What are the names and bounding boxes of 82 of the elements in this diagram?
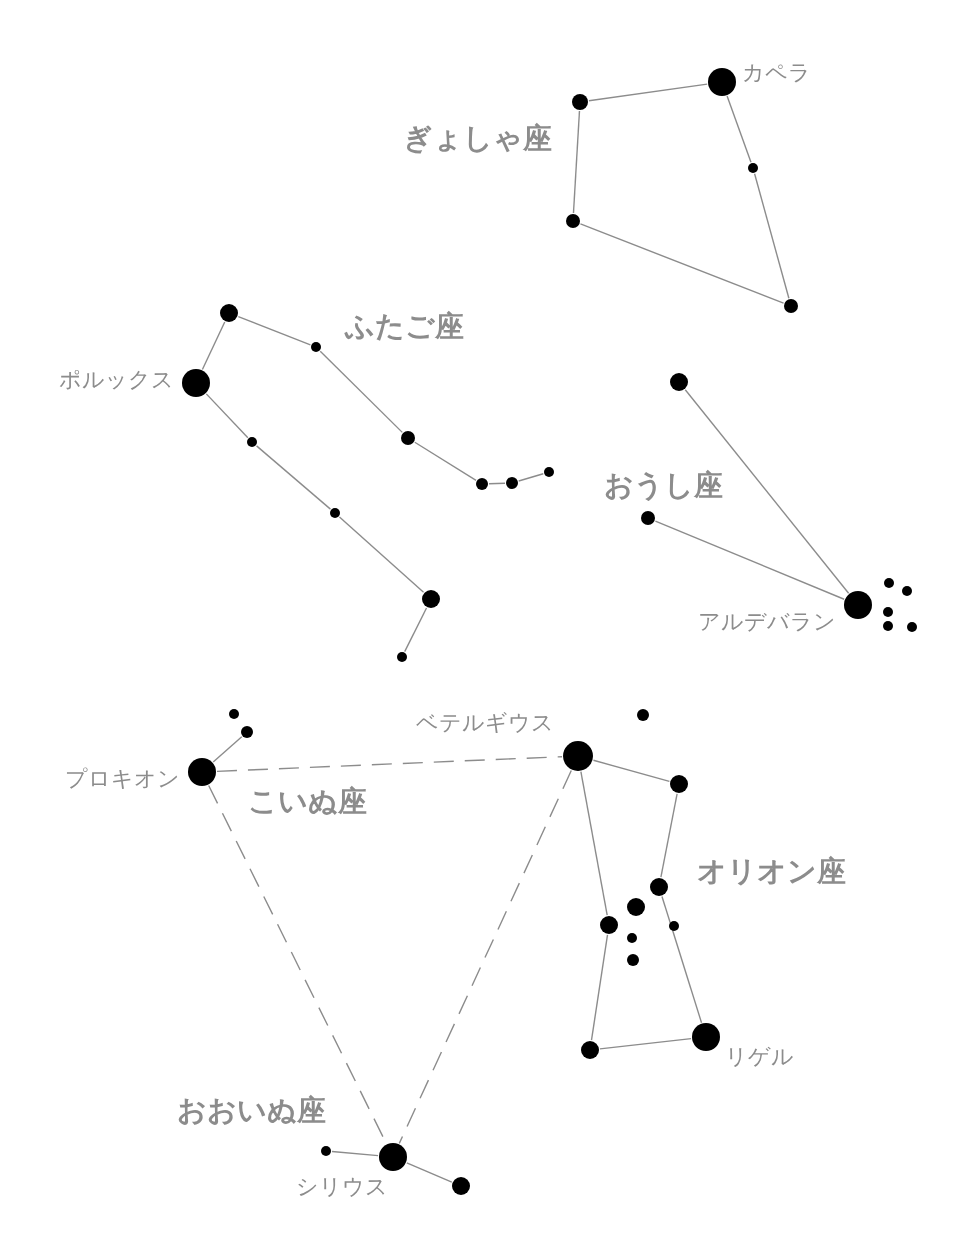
star-dot — [748, 163, 758, 173]
star-name: シリウス — [296, 1176, 388, 1198]
star-dot — [670, 775, 688, 793]
star-dot — [627, 933, 637, 943]
star-name: ポルックス — [59, 369, 174, 391]
constellation-line — [319, 350, 403, 434]
constellation-line — [654, 520, 845, 600]
constellation-name: こいぬ座 — [248, 787, 367, 816]
star-dot — [544, 467, 554, 477]
star-dot — [563, 741, 593, 771]
star-dot — [883, 621, 893, 631]
constellation-name: ぎょしゃ座 — [403, 124, 552, 153]
star-dot — [784, 299, 798, 313]
star-name: カペラ — [742, 62, 811, 84]
star-dot — [637, 709, 649, 721]
star-dot — [669, 921, 679, 931]
star-dot — [566, 214, 580, 228]
dashed-line — [216, 755, 563, 773]
constellation-line — [201, 321, 226, 371]
constellation-line — [572, 110, 581, 214]
star-dot — [670, 373, 688, 391]
constellation-line — [212, 735, 243, 763]
star-dot — [708, 68, 736, 96]
star-dot — [422, 590, 440, 608]
dashed-line — [398, 769, 572, 1145]
star-dot — [476, 478, 488, 490]
star-dot — [641, 511, 655, 525]
constellation-line — [661, 895, 703, 1024]
constellation-name: おおいぬ座 — [177, 1096, 326, 1125]
constellation-name: ふたご座 — [345, 312, 464, 341]
star-dot — [220, 304, 238, 322]
constellation-line — [488, 482, 506, 485]
constellation-line — [338, 516, 425, 594]
star-dot — [883, 607, 893, 617]
constellation-line — [406, 1162, 453, 1183]
star-dot — [506, 477, 518, 489]
constellation-line — [518, 473, 544, 482]
constellation-line — [588, 83, 708, 102]
constellation-line — [660, 793, 678, 878]
star-dot — [627, 954, 639, 966]
constellation-line — [592, 759, 671, 783]
star-dot — [321, 1146, 331, 1156]
constellation-name: おうし座 — [604, 471, 723, 500]
constellation-line — [237, 315, 312, 346]
star-dot — [397, 652, 407, 662]
constellation-line — [580, 771, 608, 916]
star-dot — [452, 1177, 470, 1195]
star-dot — [692, 1023, 720, 1051]
star-name: リゲル — [725, 1046, 794, 1068]
star-dot — [581, 1041, 599, 1059]
constellation-line — [205, 393, 249, 439]
constellation-line — [599, 1037, 692, 1050]
star-dot — [247, 437, 257, 447]
star-dot — [627, 898, 645, 916]
star-dot — [311, 342, 321, 352]
constellation-line — [255, 445, 332, 510]
star-dot — [241, 726, 253, 738]
star-name: プロキオン — [65, 768, 180, 790]
star-dot — [229, 709, 239, 719]
star-dot — [572, 94, 588, 110]
star-dot — [600, 916, 618, 934]
star-dot — [884, 578, 894, 588]
star-dot — [182, 369, 210, 397]
constellation-line — [404, 607, 428, 653]
constellation-line — [590, 934, 609, 1041]
constellation-line — [726, 95, 752, 164]
star-dot — [188, 758, 216, 786]
star-dot — [330, 508, 340, 518]
constellation-line — [753, 173, 790, 299]
constellation-name: オリオン座 — [697, 857, 846, 886]
star-name: アルデバラン — [698, 611, 836, 633]
star-dot — [379, 1143, 407, 1171]
star-dot — [650, 878, 668, 896]
star-dot — [907, 622, 917, 632]
star-dot — [401, 431, 415, 445]
star-dot — [844, 591, 872, 619]
constellation-line — [579, 223, 785, 304]
constellation-line — [331, 1150, 379, 1157]
star-dot — [902, 586, 912, 596]
constellation-line — [684, 389, 850, 594]
constellation-line — [414, 441, 477, 481]
star-name: ベテルギウス — [416, 712, 554, 734]
